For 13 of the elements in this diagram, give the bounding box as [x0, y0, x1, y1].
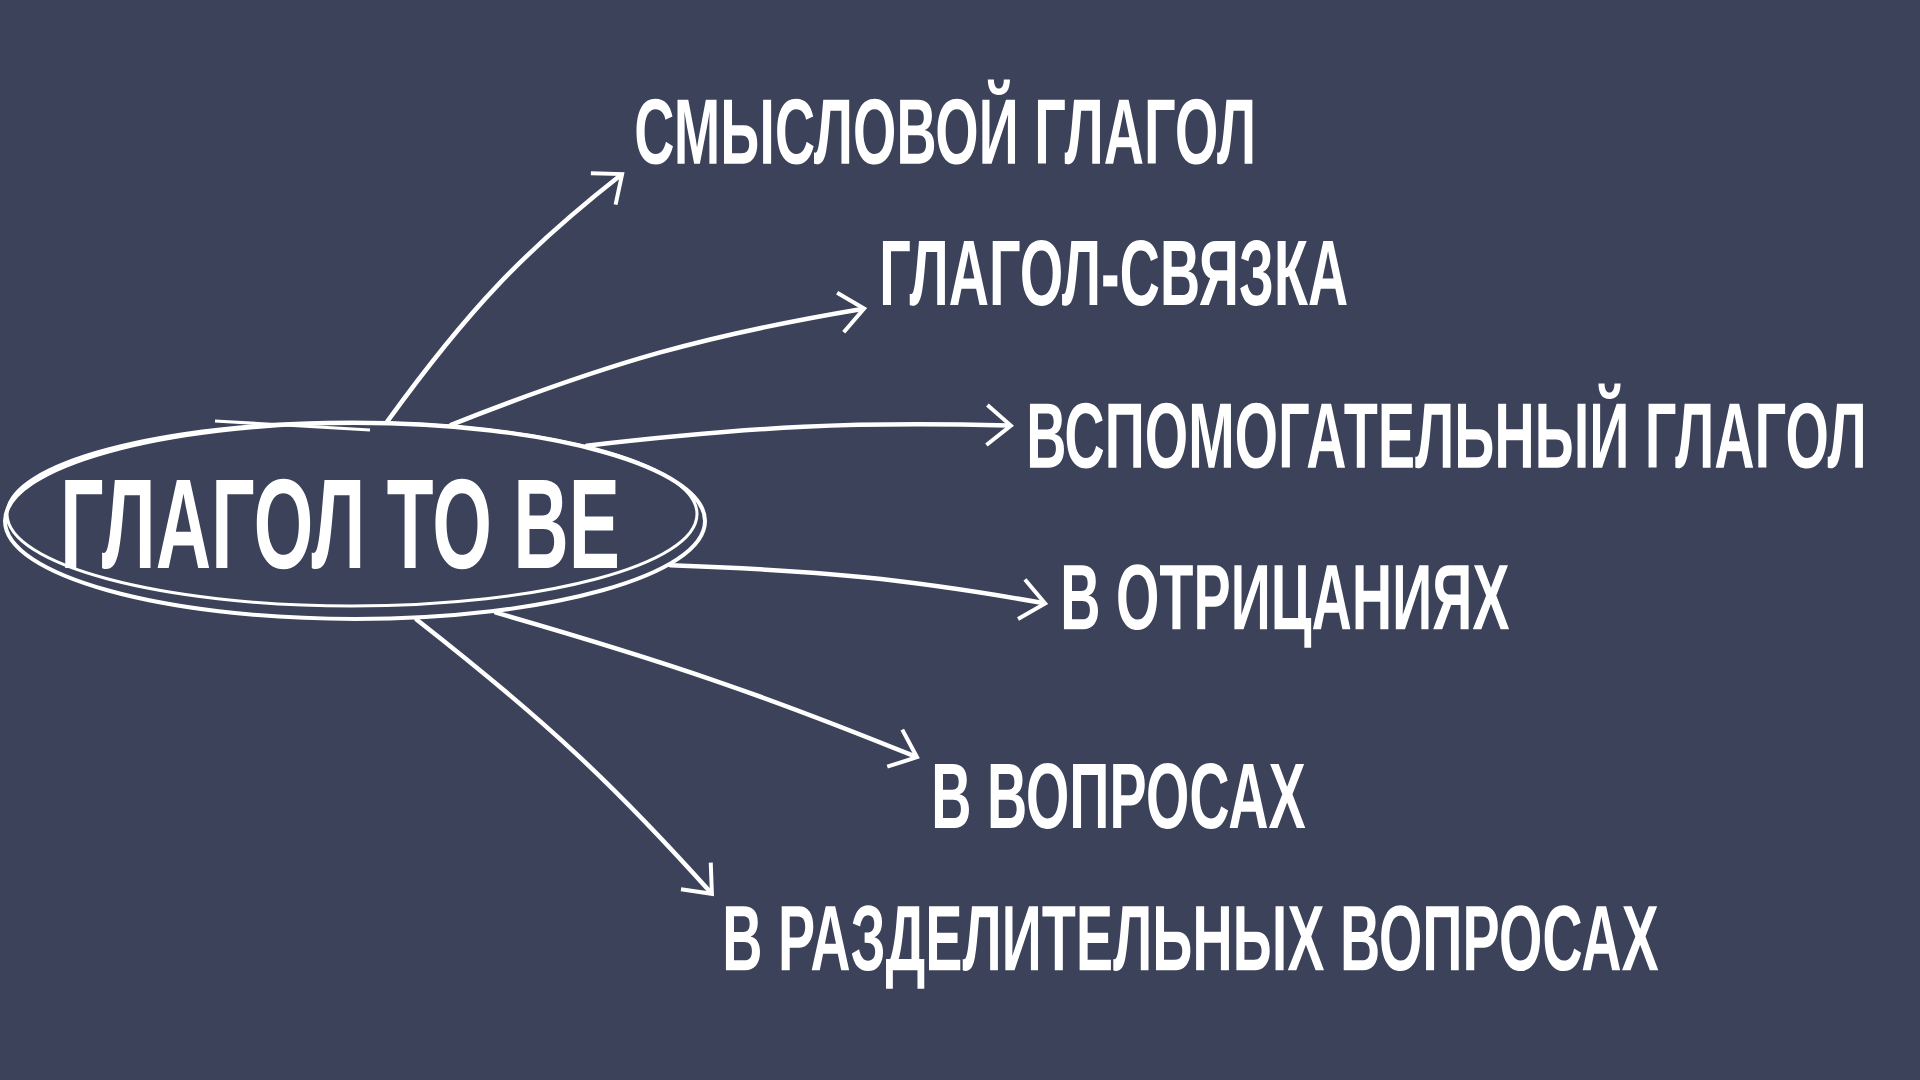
branch-label: ВСПОМОГАТЕЛЬНЫЙ ГЛАГОЛ [1029, 383, 1863, 469]
branch-label: ГЛАГОЛ-СВЯЗКА [882, 240, 1347, 306]
arrow [584, 403, 1014, 448]
arrow [385, 171, 625, 424]
branch-label: В ОТРИЦАНИЯХ [1063, 564, 1510, 648]
ellipse-label: ГЛАГОЛ TO BE [3, 419, 707, 621]
arrow [668, 563, 1049, 621]
arrow [448, 291, 868, 428]
branch-label: СМЫСЛОВОЙ ГЛАГОЛ [636, 79, 1253, 165]
branch-label: В РАЗДЕЛИТЕЛЬНЫХ ВОПРОСАХ [725, 905, 1659, 989]
arrow [493, 610, 920, 769]
branch-label: В ВОПРОСАХ [934, 763, 1306, 829]
arrow [414, 617, 714, 897]
